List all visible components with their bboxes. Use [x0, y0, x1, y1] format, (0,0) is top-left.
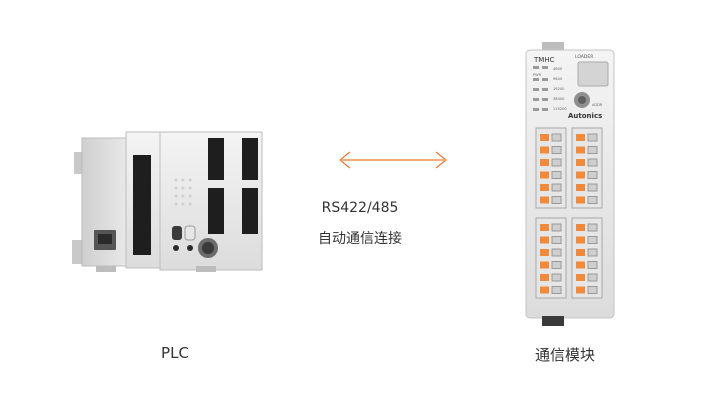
terminal-hole — [587, 196, 598, 204]
terminal-hole — [587, 146, 598, 154]
link-mode-label: 自动通信连接 — [318, 231, 402, 247]
plc-round-connector-inner — [202, 242, 214, 254]
terminal-latch — [576, 134, 585, 141]
plc-label: PLC — [161, 344, 189, 362]
terminal-latch — [576, 224, 585, 231]
terminal-latch — [576, 249, 585, 256]
module-top-latch — [542, 42, 564, 52]
plc-bottom-latch — [96, 266, 116, 272]
address-dial-center — [578, 96, 586, 104]
terminal-latch — [540, 274, 549, 281]
baud-rate-label: 19200 — [553, 87, 565, 91]
terminal-hole — [551, 183, 562, 192]
arrow-left-head — [339, 151, 351, 169]
baud-rate-label: 38400 — [553, 97, 565, 101]
terminal-latch — [540, 184, 549, 191]
terminal-latch — [540, 249, 549, 256]
terminal-latch — [540, 134, 549, 141]
plc-terminal-block-4 — [208, 188, 224, 234]
link-protocol-label: RS422/485 — [321, 200, 399, 216]
plc-terminal-block-2 — [208, 138, 224, 180]
terminal-hole — [587, 223, 598, 232]
terminal-latch — [576, 184, 585, 191]
baud-rate-list: 4800 9600 19200 38400 115200 — [553, 67, 567, 111]
plc-button — [173, 245, 179, 251]
terminal-latch — [576, 159, 585, 166]
terminal-hole — [587, 171, 598, 179]
terminal-latch — [540, 286, 549, 294]
module-bottom-latch — [542, 316, 564, 326]
terminal-hole — [587, 286, 598, 294]
terminal-latch — [540, 159, 549, 166]
module-indicator-leds — [533, 66, 548, 111]
terminal-hole — [551, 273, 562, 282]
terminal-hole — [587, 133, 598, 142]
terminal-hole — [551, 196, 562, 204]
arrow-right-head — [435, 151, 447, 169]
plc-rail-clip-top — [74, 152, 84, 174]
plc-terminal-block-1 — [133, 155, 151, 255]
terminal-latch — [576, 171, 585, 179]
pwr-label: PWR — [533, 73, 542, 77]
terminal-hole — [587, 183, 598, 192]
comm-module-device: TMHC LOADER PWR 4800 9600 19200 38400 115200… — [525, 42, 615, 326]
loader-port — [577, 61, 609, 87]
terminal-hole — [551, 146, 562, 154]
terminal-hole — [551, 158, 562, 167]
terminal-hole — [551, 171, 562, 179]
baud-rate-label: 115200 — [553, 107, 567, 111]
terminal-latch — [576, 261, 585, 269]
terminal-hole — [587, 158, 598, 167]
module-terminal-blocks — [535, 127, 603, 299]
terminal-hole — [551, 133, 562, 142]
baud-rate-label: 9600 — [553, 77, 563, 81]
ethernet-port-socket — [98, 234, 112, 244]
plc-switch-2 — [184, 225, 196, 241]
terminal-latch — [576, 274, 585, 281]
terminal-latch — [576, 286, 585, 294]
terminal-latch — [540, 171, 549, 179]
bidirectional-arrow — [339, 151, 447, 169]
terminal-latch — [540, 224, 549, 231]
terminal-hole — [551, 261, 562, 269]
terminal-latch — [576, 196, 585, 204]
plc-terminal-block-5 — [242, 188, 258, 234]
terminal-latch — [540, 261, 549, 269]
terminal-hole — [587, 248, 598, 257]
plc-rail-clip-bottom — [72, 240, 84, 264]
plc-bottom-latch-2 — [196, 266, 216, 272]
terminal-latch — [576, 236, 585, 244]
terminal-latch — [540, 146, 549, 154]
baud-rate-label: 4800 — [553, 67, 563, 71]
terminal-latch — [576, 146, 585, 154]
terminal-hole — [587, 273, 598, 282]
module-brand-logo: Autonics — [568, 112, 602, 120]
terminal-hole — [551, 286, 562, 294]
module-model: TMHC — [533, 56, 555, 64]
plc-status-leds — [174, 178, 192, 206]
terminal-latch — [540, 236, 549, 244]
plc-terminal-block-3 — [242, 138, 258, 180]
module-label: 通信模块 — [534, 346, 595, 364]
terminal-hole — [551, 248, 562, 257]
plc-device — [72, 131, 263, 272]
address-label: ADDR — [592, 103, 603, 107]
terminal-hole — [551, 223, 562, 232]
terminal-hole — [587, 261, 598, 269]
terminal-latch — [540, 196, 549, 204]
plc-switch — [172, 226, 182, 240]
module-port-label: LOADER — [575, 54, 593, 60]
plc-button-2 — [187, 245, 193, 251]
terminal-hole — [551, 236, 562, 244]
terminal-hole — [587, 236, 598, 244]
